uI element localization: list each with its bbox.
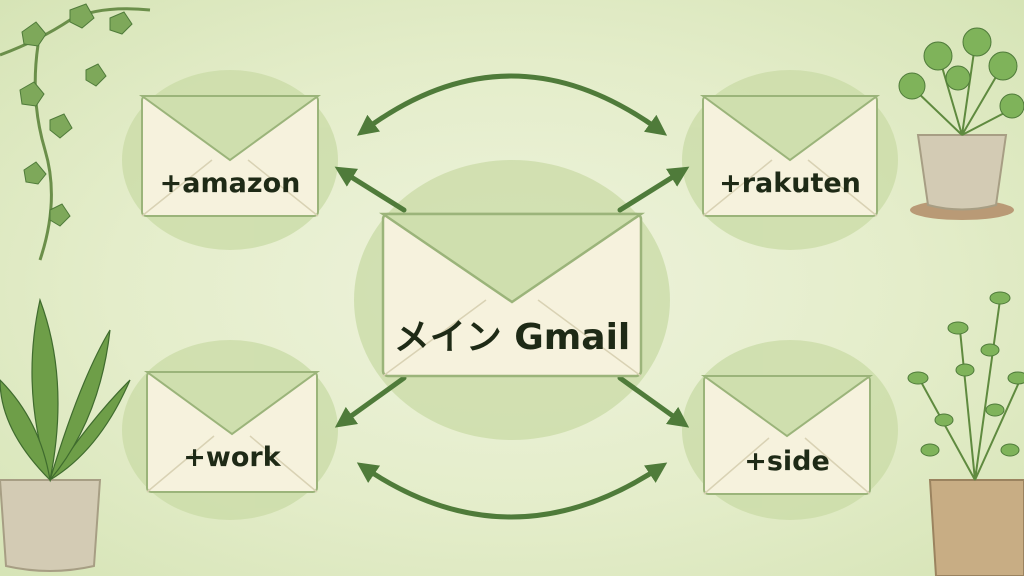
envelope-icon xyxy=(143,371,321,493)
arrow-to-amazon xyxy=(334,166,407,213)
arrow-to-side xyxy=(617,375,690,428)
envelope-icon xyxy=(700,375,874,495)
envelope-rakuten xyxy=(699,95,881,217)
potted-plant-icon xyxy=(0,297,131,572)
alias-label-rakuten: +rakuten xyxy=(719,168,861,199)
envelope-amazon xyxy=(138,95,322,217)
envelope-side xyxy=(700,375,874,495)
potted-plant-icon xyxy=(907,291,1024,576)
envelope-main xyxy=(378,212,646,378)
envelope-icon xyxy=(138,95,322,217)
arrows xyxy=(334,73,690,520)
alias-label-side: +side xyxy=(744,446,830,477)
arrow-to-work xyxy=(334,375,407,428)
potted-plant-icon xyxy=(898,27,1024,220)
envelope-icon xyxy=(699,95,881,217)
alias-label-work: +work xyxy=(183,442,281,473)
envelope-icon xyxy=(378,212,646,378)
main-account-label: メイン Gmail xyxy=(393,317,631,358)
arrow-bottom-curve xyxy=(356,462,668,520)
arrow-to-rakuten xyxy=(617,166,690,213)
arrow-top-curve xyxy=(356,73,668,136)
ivy-vine-icon xyxy=(0,3,151,261)
envelope-work xyxy=(143,371,321,493)
alias-label-amazon: +amazon xyxy=(159,168,301,199)
